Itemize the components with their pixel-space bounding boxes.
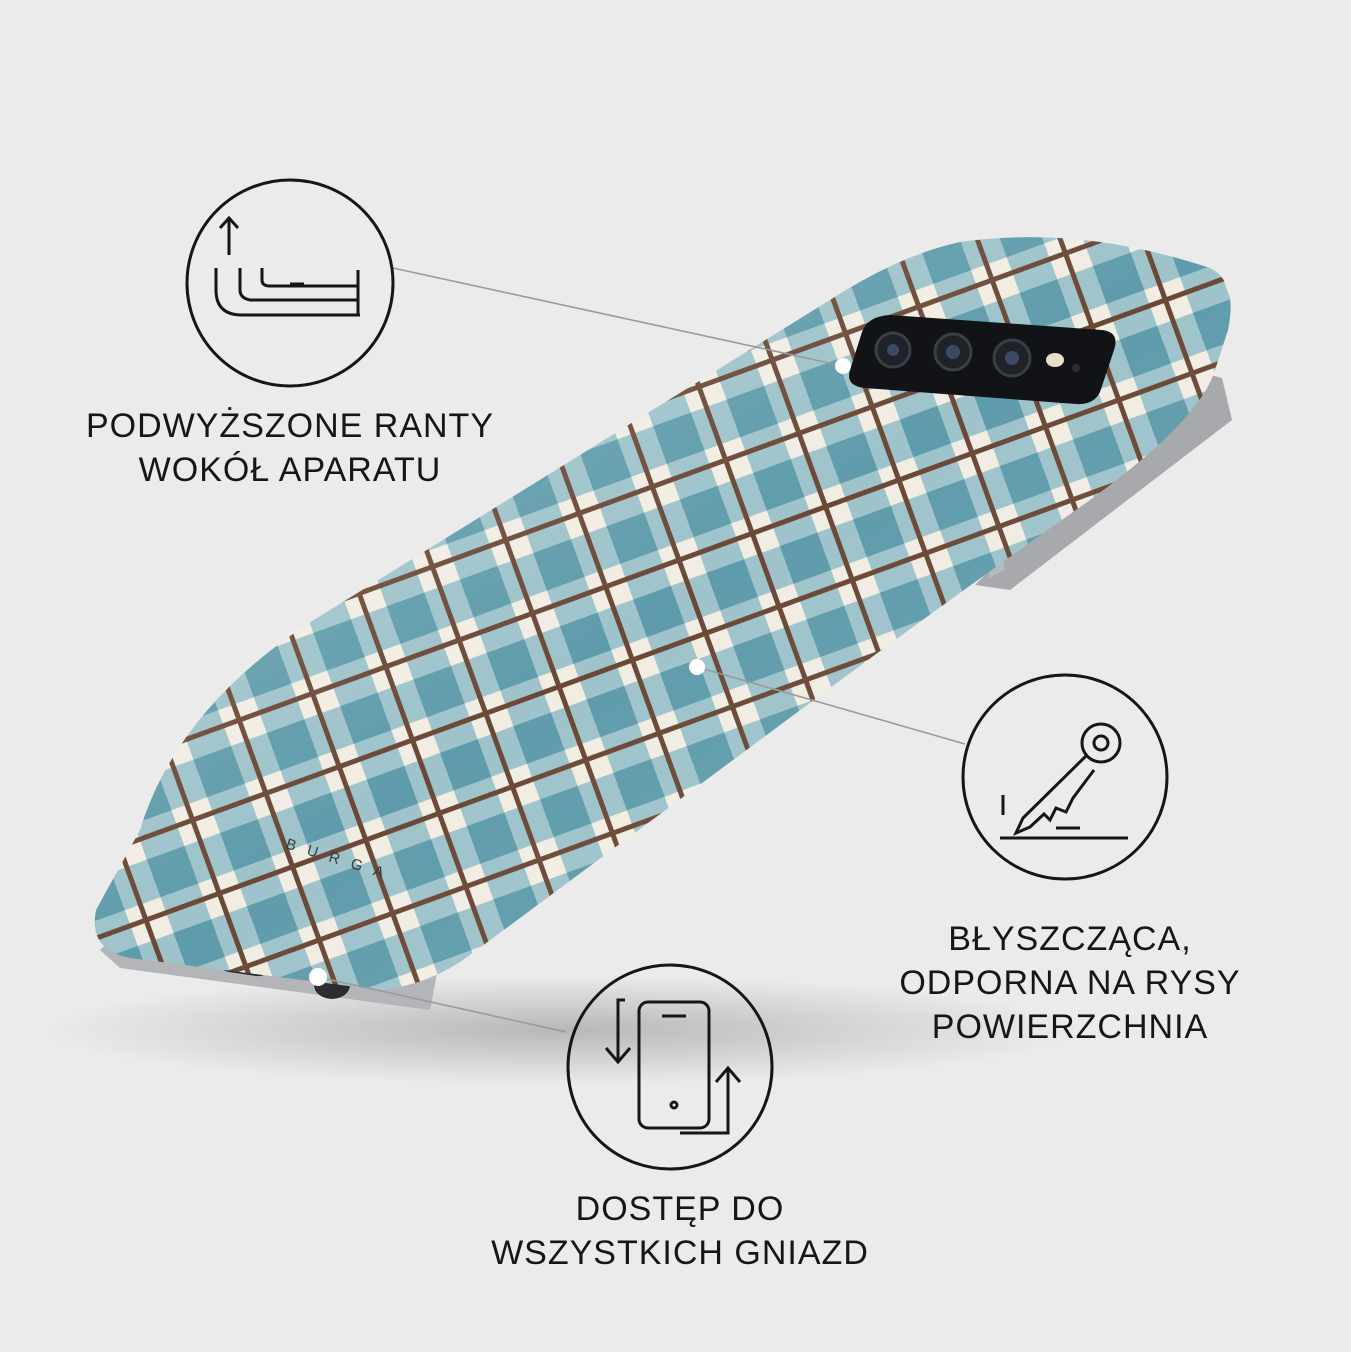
ports-caption-line-1: DOSTĘP DO: [575, 1190, 785, 1228]
raised-edge-icon: [185, 178, 395, 388]
ports-caption-line-2: WSZYSTKICH GNIAZD: [491, 1234, 869, 1272]
camera-callout-dot: [835, 358, 851, 374]
surface-caption-line-3: POWIERZCHNIA: [931, 1008, 1209, 1046]
surface-feature-caption: BŁYSZCZĄCA, ODPORNA NA RYSY POWIERZCHNIA: [830, 917, 1310, 1049]
camera-callout-line: [392, 267, 844, 367]
sensor-dot: [1072, 364, 1080, 372]
ports-callout-dot: [309, 968, 327, 986]
callout-lines: [317, 267, 966, 1033]
ports-feature-caption: DOSTĘP DO WSZYSTKICH GNIAZD: [430, 1187, 930, 1275]
camera-feature-caption: PODWYŻSZONE RANTY WOKÓŁ APARATU: [40, 404, 540, 492]
surface-callout-line: [696, 666, 966, 745]
camera-module: [849, 315, 1116, 405]
ports-callout-line: [317, 976, 567, 1033]
flash-icon: [1046, 353, 1064, 367]
key-scratch-icon: [961, 673, 1169, 881]
surface-callout-dot: [689, 659, 705, 675]
phone-rotate-icon: [566, 963, 774, 1171]
surface-caption-line-2: ODPORNA NA RYSY: [899, 964, 1241, 1002]
case-gloss: [94, 237, 1231, 990]
surface-caption-line-1: BŁYSZCZĄCA,: [948, 920, 1192, 958]
camera-caption-line-1: PODWYŻSZONE RANTY: [85, 407, 495, 445]
camera-caption-line-2: WOKÓŁ APARATU: [138, 451, 442, 489]
